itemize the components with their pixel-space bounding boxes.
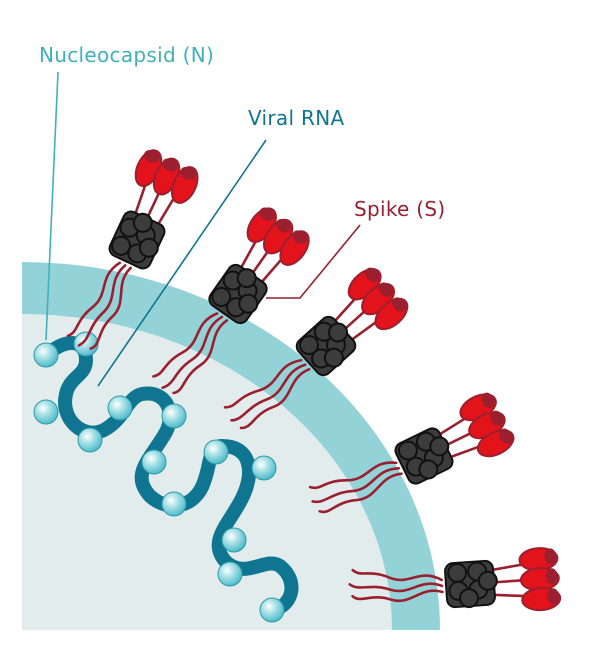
nucleocapsid-bead	[259, 597, 285, 623]
nucleocapsid-bead	[251, 455, 277, 481]
spike-leader-line	[266, 224, 361, 299]
nucleocapsid-bead	[77, 427, 103, 453]
nucleocapsid-bead	[221, 527, 247, 553]
nucleocapsid-bead	[217, 561, 243, 587]
nucleocapsid-bead	[161, 403, 187, 429]
viral-rna-strand	[39, 336, 299, 617]
spike-label: Spike (S)	[354, 197, 446, 221]
nucleocapsid-bead	[33, 342, 59, 368]
nucleocapsid-bead	[107, 395, 133, 421]
nucleocapsid-beads	[33, 331, 285, 623]
nucleocapsid-bead	[33, 399, 59, 425]
viral-rna-leader-line	[97, 139, 267, 387]
nucleocapsid-bead	[141, 449, 167, 475]
nucleocapsid-bead	[203, 439, 229, 465]
nucleocapsid-label: Nucleocapsid (N)	[39, 43, 215, 67]
viral-rna-label: Viral RNA	[248, 106, 345, 130]
nucleocapsid-leader-line	[45, 71, 59, 341]
nucleocapsid-bead	[161, 491, 187, 517]
nucleocapsid-bead	[73, 331, 99, 357]
